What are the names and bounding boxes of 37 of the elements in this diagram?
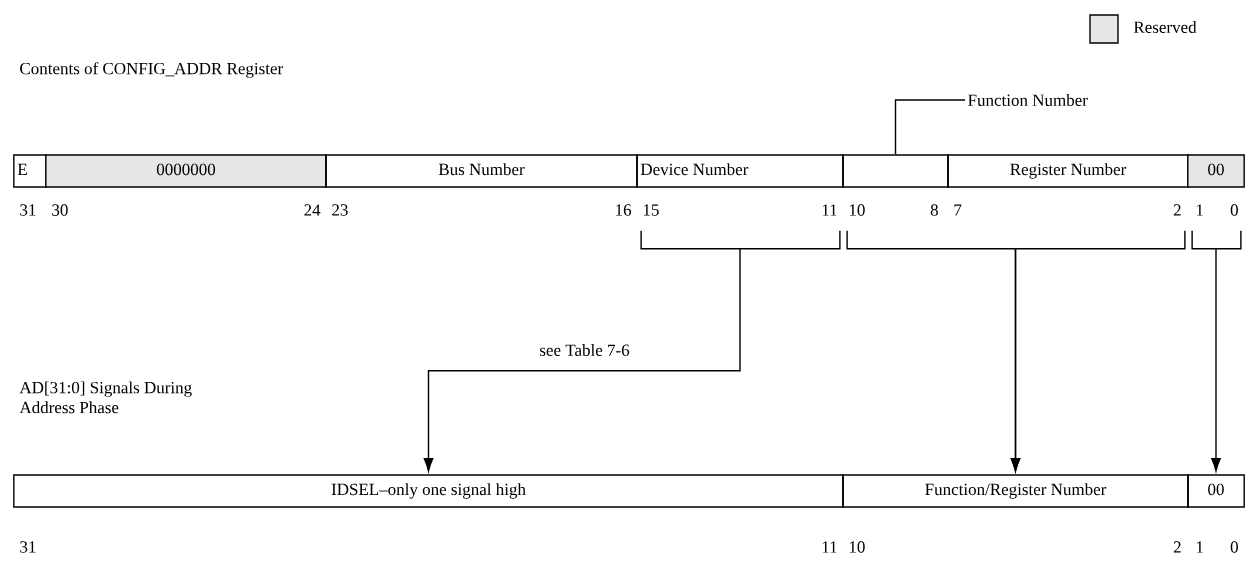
bit-number: 31: [20, 204, 36, 216]
bit-number: 8: [930, 204, 938, 216]
bit-number: 10: [849, 204, 865, 216]
bit-number: 2: [1173, 541, 1181, 553]
register-title: Contents of CONFIG_ADDR Register: [20, 62, 284, 78]
bit-number: 11: [822, 204, 837, 216]
bit-field: Function/Register Number: [842, 474, 1189, 508]
bit-number: 0: [1230, 204, 1238, 216]
bit-field: 00: [1187, 474, 1245, 508]
bit-number: 1: [1196, 541, 1203, 553]
arrow: [1010, 230, 1186, 472]
field-label: Function Number: [968, 94, 1088, 106]
bit-field: [842, 154, 949, 188]
bit-number: 30: [52, 204, 68, 216]
bit-field: Register Number: [947, 154, 1189, 188]
bit-number: 0: [1230, 541, 1238, 553]
bit-number: 15: [643, 204, 659, 216]
edge-label: see Table 7-6: [537, 341, 632, 359]
leader-line: [894, 99, 966, 155]
bit-number: 1: [1196, 204, 1203, 216]
signals-title: AD[31:0] Signals During Address Phase: [19, 381, 192, 414]
bit-field: 0000000: [45, 154, 327, 188]
bit-number: 7: [954, 204, 962, 216]
bit-number: 2: [1173, 204, 1181, 216]
bit-number: 23: [332, 204, 348, 216]
arrow: [1191, 230, 1242, 472]
bit-number: 31: [20, 541, 36, 553]
bit-number: 16: [616, 204, 632, 216]
legend-label: Reserved: [1133, 21, 1197, 33]
bit-field: 00: [1187, 154, 1245, 188]
bit-field: IDSEL–only one signal high: [13, 474, 844, 508]
bit-number: 10: [849, 541, 865, 553]
bit-field: Bus Number: [325, 154, 638, 188]
bit-number: 11: [822, 541, 837, 553]
bit-field: Device Number: [636, 154, 844, 188]
arrow: [423, 230, 841, 472]
bit-number: 24: [304, 204, 321, 216]
